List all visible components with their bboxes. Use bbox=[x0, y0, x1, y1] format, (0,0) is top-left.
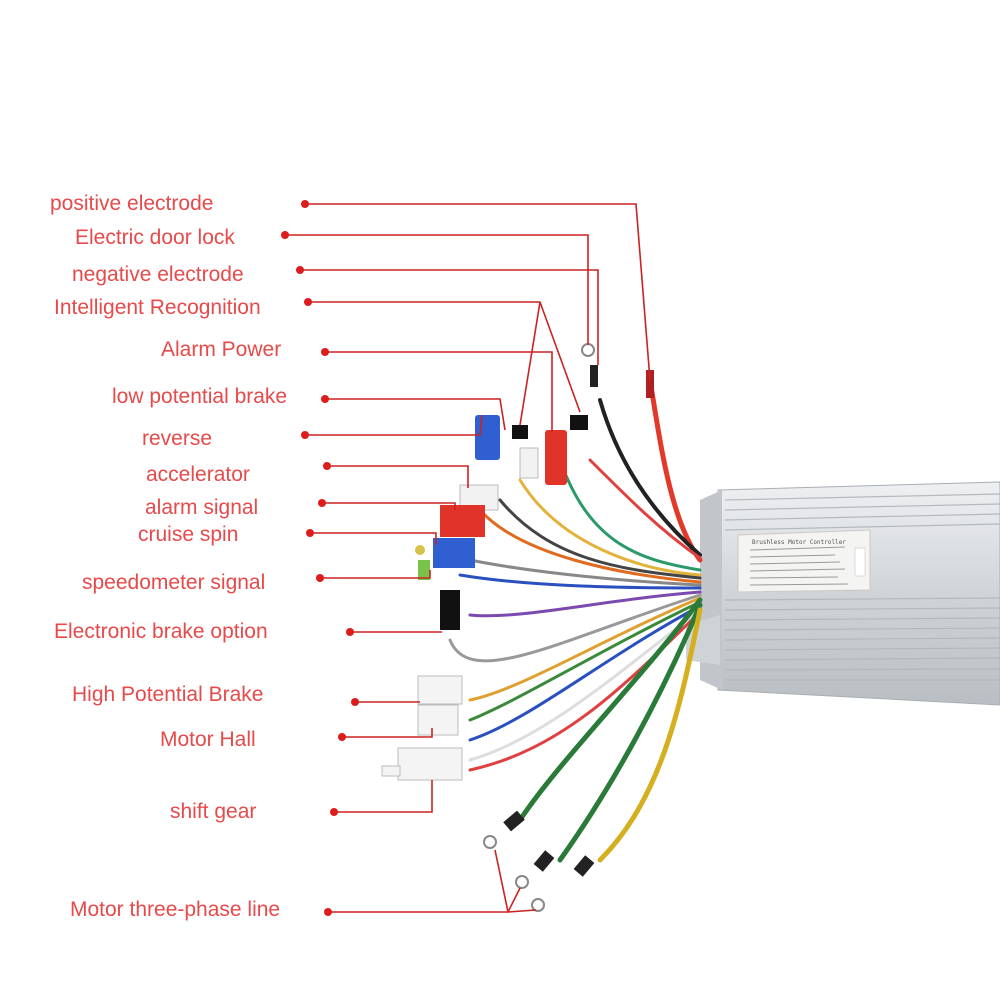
label-high-potential-brake: High Potential Brake bbox=[72, 683, 264, 706]
controller-housing: Brushless Motor Controller bbox=[686, 481, 1000, 706]
label-motor-hall: Motor Hall bbox=[160, 728, 256, 751]
label-alarm-signal: alarm signal bbox=[145, 496, 259, 519]
label-speedometer-signal: speedometer signal bbox=[82, 571, 266, 594]
label-reverse: reverse bbox=[142, 427, 213, 450]
label-intelligent-recognition: Intelligent Recognition bbox=[54, 296, 261, 319]
label-cruise-spin: cruise spin bbox=[138, 523, 239, 546]
label-motor-three-phase-line: Motor three-phase line bbox=[70, 898, 281, 921]
label-low-potential-brake: low potential brake bbox=[112, 385, 288, 408]
controller-plate-title: Brushless Motor Controller bbox=[752, 539, 846, 546]
leader-lines bbox=[285, 203, 651, 913]
connectors bbox=[381, 343, 654, 912]
label-positive-electrode: positive electrode bbox=[50, 192, 214, 215]
label-accelerator: accelerator bbox=[146, 463, 250, 486]
label-shift-gear: shift gear bbox=[170, 800, 257, 823]
label-negative-electrode: negative electrode bbox=[72, 263, 244, 286]
label-electric-door-lock: Electric door lock bbox=[75, 226, 235, 249]
label-dots bbox=[281, 200, 359, 916]
label-electronic-brake-option: Electronic brake option bbox=[54, 620, 268, 643]
label-alarm-power: Alarm Power bbox=[161, 338, 282, 361]
wire-bundle bbox=[448, 377, 703, 863]
